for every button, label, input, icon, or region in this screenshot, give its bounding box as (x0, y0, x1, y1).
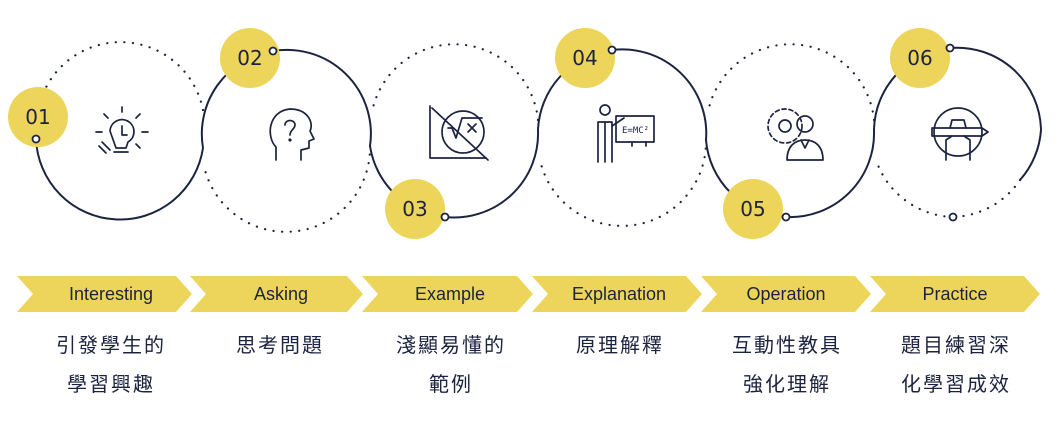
math-formula-icon (429, 105, 489, 161)
step-3-circle: 03 (369, 43, 540, 239)
step-5-number: 05 (740, 197, 765, 221)
step-2-desc-line-1: 思考問題 (236, 333, 324, 357)
step-6-dotted-arc (951, 178, 1022, 219)
step-4-desc-line-1: 原理解釋 (576, 333, 664, 357)
chevron-6 (870, 276, 1040, 312)
teacher-board-icon (597, 104, 655, 163)
step-5-desc-line-2: 強化理解 (743, 372, 831, 396)
step-3-description: 淺顯易懂的 範例 (366, 326, 536, 404)
step-4-number-badge (555, 28, 615, 88)
step-6-dotted-arc-lower (874, 158, 955, 219)
step-6-solid-arc (873, 46, 1043, 181)
chevron-5 (701, 276, 871, 312)
chevron-label-3: Example (415, 284, 485, 304)
step-6-dot (945, 43, 955, 53)
step-2-dot (268, 46, 278, 56)
step-4-dotted-arc (538, 138, 708, 227)
chevron-1 (17, 276, 192, 312)
chevron-label-1: Interesting (69, 284, 153, 304)
step-4-description: 原理解釋 (535, 326, 705, 365)
step-3-dot (440, 212, 450, 222)
step-6-number: 06 (907, 46, 932, 70)
lightbulb-icon (95, 106, 149, 154)
step-4-dot (607, 45, 617, 55)
chevron-label-4: Explanation (572, 284, 666, 304)
step-2-number: 02 (237, 46, 262, 70)
step-3-dotted-arc (370, 43, 540, 122)
chevron-banner: Interesting Asking Example Explanation O… (17, 276, 1040, 312)
chevron-label-2: Asking (254, 284, 308, 304)
hand-pencil-icon (931, 107, 989, 161)
step-3-desc-line-2: 範例 (429, 372, 473, 396)
step-6-end-dot (948, 212, 958, 222)
step-5-number-badge (723, 179, 783, 239)
step-5-dot (781, 212, 791, 222)
step-1-number-badge (8, 87, 68, 147)
head-question-icon (269, 108, 315, 161)
step-6-number-badge (890, 28, 950, 88)
step-4-solid-arc (537, 48, 708, 141)
step-3-desc-line-1: 淺顯易懂的 (396, 333, 506, 357)
step-2-number-badge (220, 28, 280, 88)
step-6-desc-line-2: 化學習成效 (901, 372, 1011, 396)
step-4-number: 04 (572, 46, 597, 70)
step-5-description: 互動性教具 強化理解 (702, 326, 872, 404)
step-1-start-dot (31, 134, 41, 144)
step-6-circle: 06 (873, 28, 1043, 222)
step-3-solid-arc (369, 129, 540, 219)
chevron-label-5: Operation (746, 284, 825, 304)
step-1-circle: 01 (8, 41, 205, 221)
step-5-circle: 05 (705, 43, 876, 239)
step-2-dotted-arc (203, 144, 372, 233)
person-gear-icon (767, 108, 824, 161)
step-6-description: 題目練習深 化學習成效 (871, 326, 1041, 404)
step-1-description: 引發學生的 學習興趣 (26, 326, 196, 404)
chevron-label-6: Practice (922, 284, 987, 304)
step-5-desc-line-1: 互動性教具 (732, 333, 842, 357)
step-1-desc-line-1: 引發學生的 (56, 333, 166, 357)
step-4-circle: 04 E=MC² (537, 28, 708, 227)
chevron-4 (532, 276, 702, 312)
step-1-dotted-arc (37, 41, 205, 112)
formula-text: E=MC² (622, 126, 649, 136)
step-2-description: 思考問題 (195, 326, 365, 365)
step-3-number-badge (385, 179, 445, 239)
step-1-solid-arc (35, 138, 204, 221)
chevron-3 (362, 276, 533, 312)
step-6-desc-line-1: 題目練習深 (901, 333, 1011, 357)
step-5-dotted-arc (706, 43, 876, 122)
step-1-desc-line-2: 學習興趣 (67, 372, 155, 396)
step-1-number: 01 (25, 105, 50, 129)
chevron-2 (190, 276, 363, 312)
step-2-circle: 02 (200, 28, 372, 233)
step-3-number: 03 (402, 197, 427, 221)
